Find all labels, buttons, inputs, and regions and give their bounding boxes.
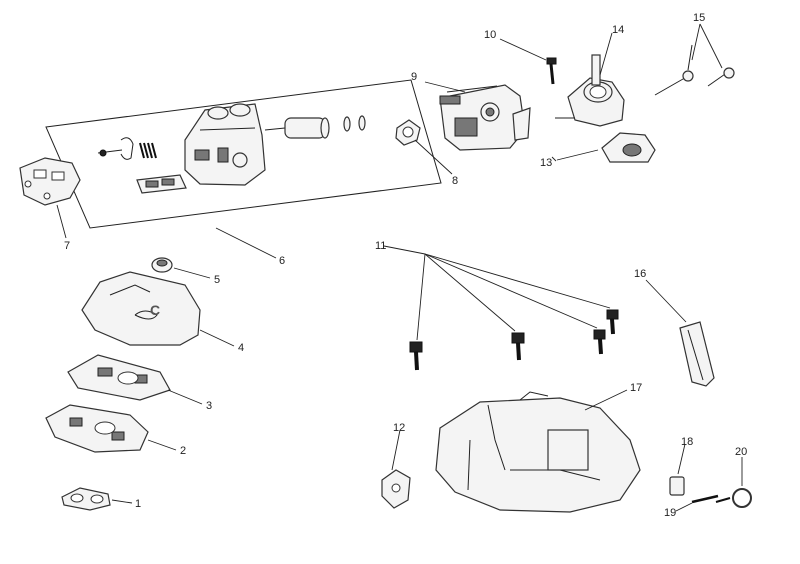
part-1-gasket — [61, 487, 111, 511]
svg-text:C: C — [150, 302, 160, 318]
part-18-plug — [669, 476, 685, 496]
leader-lines — [56, 23, 743, 512]
part-7-flange-gasket — [19, 157, 81, 206]
callout-20: 20 — [735, 446, 747, 458]
callout-10: 10 — [484, 29, 496, 41]
part-2-filter-base — [45, 404, 149, 453]
callout-8: 8 — [452, 175, 458, 187]
part-4-filter-cover: C — [81, 271, 201, 346]
part-6-carburetor-group — [97, 103, 366, 194]
part-11-screws — [409, 309, 619, 371]
callout-13: 13 — [540, 157, 552, 169]
callout-18: 18 — [681, 436, 693, 448]
part-17-top-shroud — [435, 391, 641, 513]
part-6-assembly-frame — [45, 79, 442, 229]
callout-6: 6 — [279, 255, 285, 267]
callout-2: 2 — [180, 445, 186, 457]
callout-9: 9 — [411, 71, 417, 83]
callout-7: 7 — [64, 240, 70, 252]
callout-1: 1 — [135, 498, 141, 510]
part-5-knob — [151, 257, 173, 273]
callout-14: 14 — [612, 24, 624, 36]
part-13-mount — [601, 132, 656, 163]
callout-17: 17 — [630, 382, 642, 394]
callout-12: 12 — [393, 422, 405, 434]
part-19-pin — [691, 494, 719, 504]
callout-labels: 1 2 3 4 5 6 7 8 9 10 14 15 13 11 16 17 1… — [64, 12, 747, 519]
callout-4: 4 — [238, 342, 244, 354]
callout-19: 19 — [664, 507, 676, 519]
callout-5: 5 — [214, 274, 220, 286]
callout-16: 16 — [634, 268, 646, 280]
part-3-air-filter — [67, 354, 171, 401]
part-10-screw — [546, 57, 557, 85]
part-9-carburetor — [439, 84, 531, 151]
part-8-gasket — [395, 119, 421, 146]
part-12-cap — [381, 469, 411, 509]
part-14-intake-manifold — [555, 54, 625, 127]
part-15-throttle-rod — [654, 44, 735, 96]
part-20-ring-pin — [715, 488, 752, 508]
callout-15: 15 — [693, 12, 705, 24]
callout-11: 11 — [375, 240, 386, 252]
callout-3: 3 — [206, 400, 212, 412]
part-16-guide — [679, 321, 715, 387]
